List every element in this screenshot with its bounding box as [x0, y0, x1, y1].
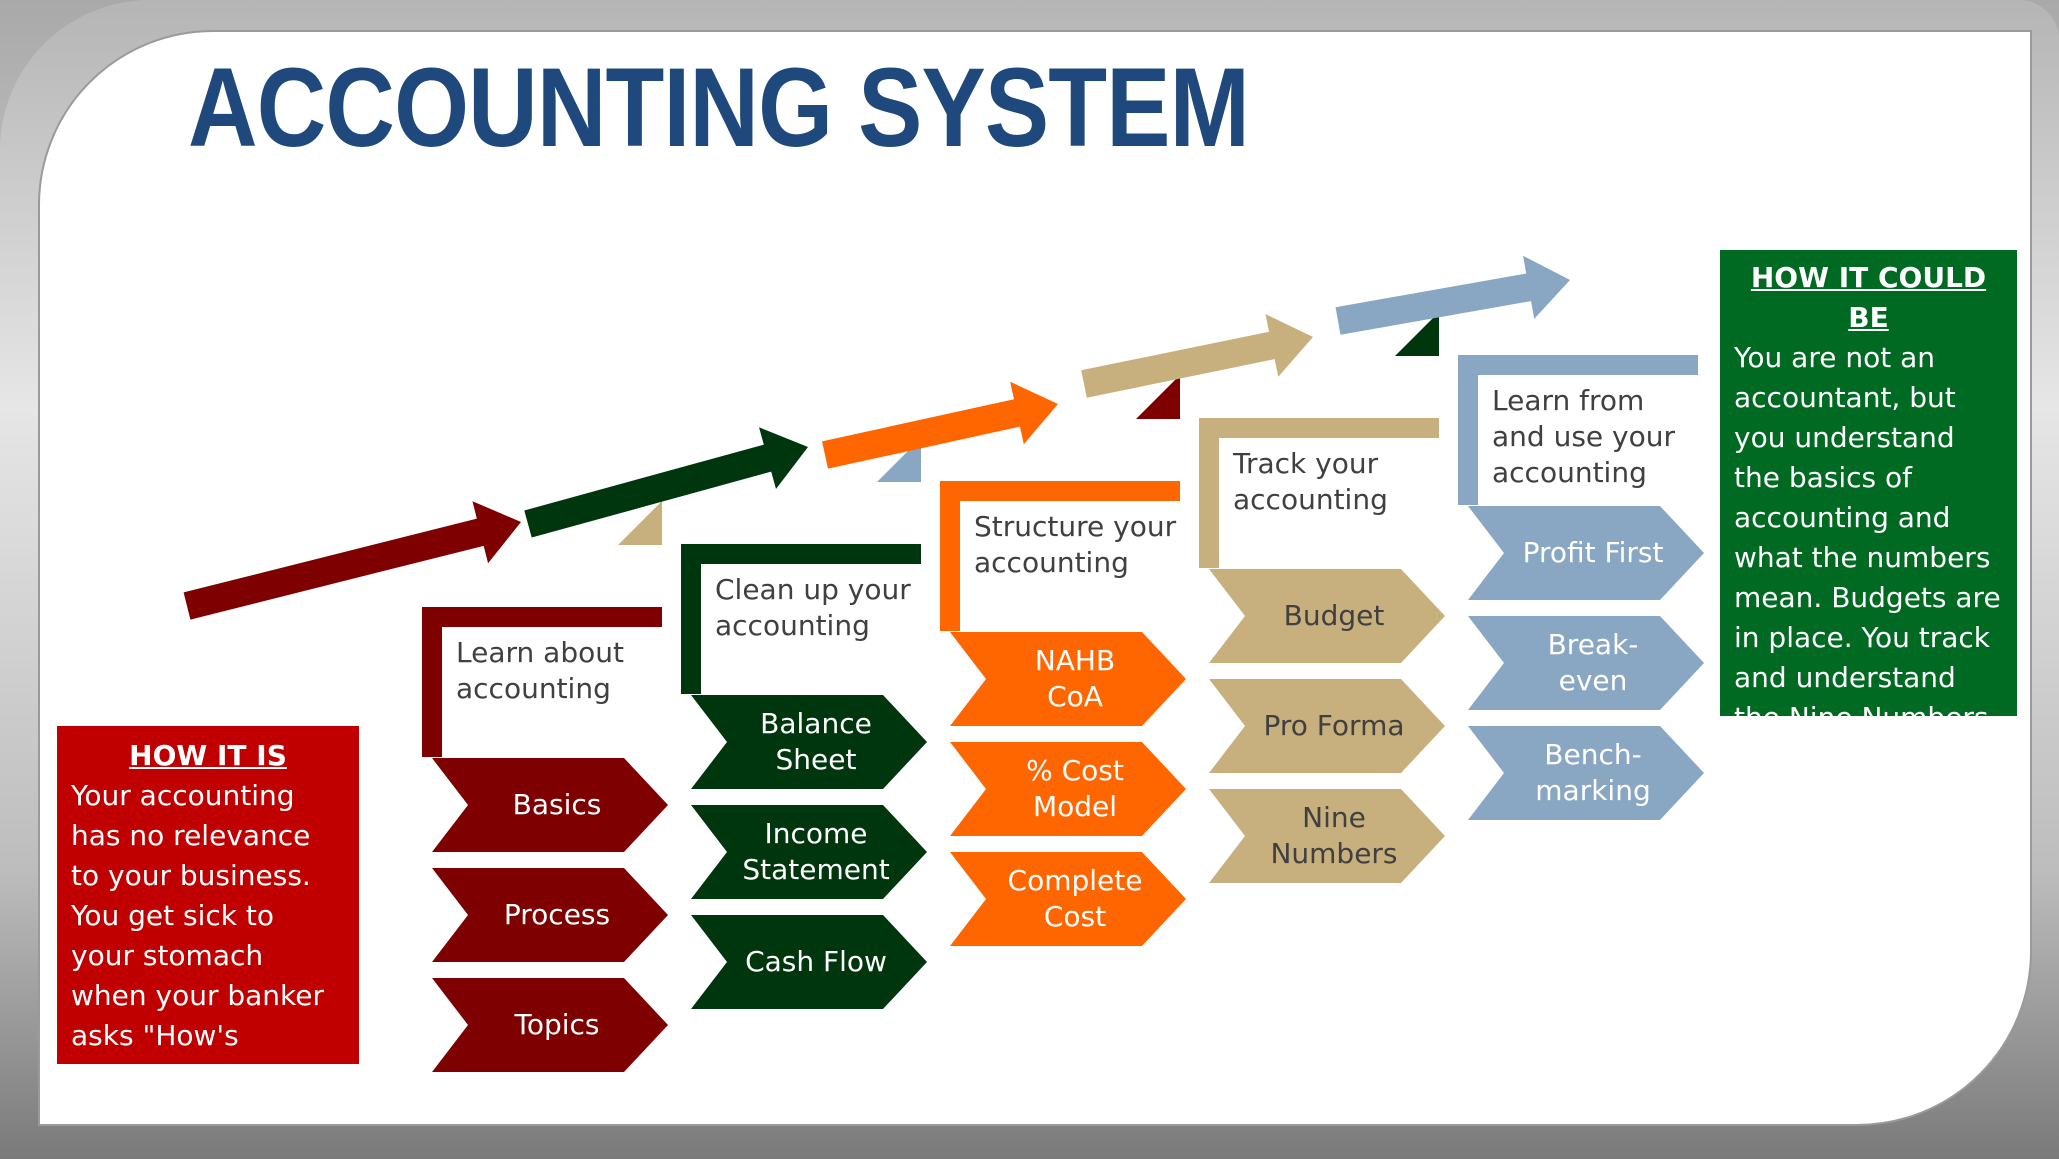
stage-1-arrow: [183, 501, 521, 620]
stage-3-chevron-3: [950, 852, 1186, 946]
stage-5-chevron-label-3: Bench- marking: [1535, 738, 1651, 807]
how-it-is-box: HOW IT IS Your accounting has no relevan…: [57, 726, 359, 1092]
stage-3-chevron-label-3: Complete Cost: [1007, 864, 1143, 933]
stage-3-arrow: [822, 381, 1058, 469]
stage-3-chevron-2: [950, 742, 1186, 836]
stage-2-chevron-3: [691, 915, 927, 1009]
stage-4-chevron-3: [1209, 789, 1445, 883]
stage-5-label: Learn from and use your accounting: [1492, 384, 1675, 489]
stage-3-bracket-side: [940, 481, 960, 631]
stage-1-corner-triangle: [618, 501, 662, 545]
stage-2-chevron-2: [691, 805, 927, 899]
stage-3-chevron-label-2: % Cost Model: [1026, 754, 1124, 823]
stage-1-bracket-side: [422, 607, 442, 757]
stage-1-bracket-top: [422, 607, 662, 627]
page-title: ACCOUNTING SYSTEM: [188, 45, 1250, 170]
stage-5-chevron-2: [1468, 616, 1704, 710]
stage-5-chevron-label-1: Profit First: [1522, 536, 1664, 569]
stage-5-chevron-1: [1468, 506, 1704, 600]
stage-2-chevron-label-3: Cash Flow: [745, 945, 887, 978]
stage-4-chevron-1: [1209, 569, 1445, 663]
stage-5-arrow: [1335, 255, 1570, 335]
stage-3-chevron-label-1: NAHB CoA: [1034, 644, 1116, 713]
stage-4-label: Track your accounting: [1233, 447, 1388, 516]
stage-1-chevron-label-2: Process: [503, 898, 611, 931]
stage-4-chevron-2: [1209, 679, 1445, 773]
how-it-could-be-box: HOW IT COULD BE You are not an accountan…: [1720, 250, 2017, 734]
stage-3-chevron-1: [950, 632, 1186, 726]
stage-4-chevron-label-2: Pro Forma: [1263, 709, 1405, 742]
stage-4-bracket-side: [1199, 418, 1219, 568]
stage-4-corner-triangle: [1395, 312, 1439, 356]
how-it-is-text: Your accounting has no relevance to your…: [71, 779, 325, 1092]
stage-5-chevron-label-2: Break- even: [1547, 628, 1639, 697]
stage-5-bracket-side: [1458, 355, 1478, 505]
stage-1-label: Learn about accounting: [456, 636, 624, 705]
stage-2-chevron-1: [691, 695, 927, 789]
how-it-could-be-heading: HOW IT COULD BE: [1750, 261, 1987, 334]
stage-4-chevron-label-1: Budget: [1283, 599, 1385, 632]
stage-2-chevron-label-2: Income Statement: [742, 817, 890, 886]
stage-1-chevron-label-3: Topics: [514, 1008, 600, 1041]
stage-3-label: Structure your accounting: [974, 510, 1177, 579]
stage-1-chevron-2: [432, 868, 668, 962]
stage-5-bracket-top: [1458, 355, 1698, 375]
stage-3-bracket-top: [940, 481, 1180, 501]
how-it-is-heading: HOW IT IS: [129, 739, 287, 772]
stage-4-bracket-top: [1199, 418, 1439, 438]
stage-2-bracket-top: [681, 544, 921, 564]
stage-5-chevron-3: [1468, 726, 1704, 820]
stage-2-arrow: [524, 427, 808, 538]
stage-4-arrow: [1081, 314, 1313, 398]
stage-4-chevron-label-3: Nine Numbers: [1270, 801, 1398, 870]
stage-3-corner-triangle: [1136, 375, 1180, 419]
stage-2-label: Clean up your accounting: [715, 573, 911, 642]
how-it-could-be-text: You are not an accountant, but you under…: [1734, 341, 2001, 734]
stage-2-chevron-label-1: Balance Sheet: [760, 707, 872, 776]
stage-1-chevron-1: [432, 758, 668, 852]
stage-2-bracket-side: [681, 544, 701, 694]
stage-1-chevron-label-1: Basics: [512, 788, 602, 821]
stage-1-chevron-3: [432, 978, 668, 1072]
